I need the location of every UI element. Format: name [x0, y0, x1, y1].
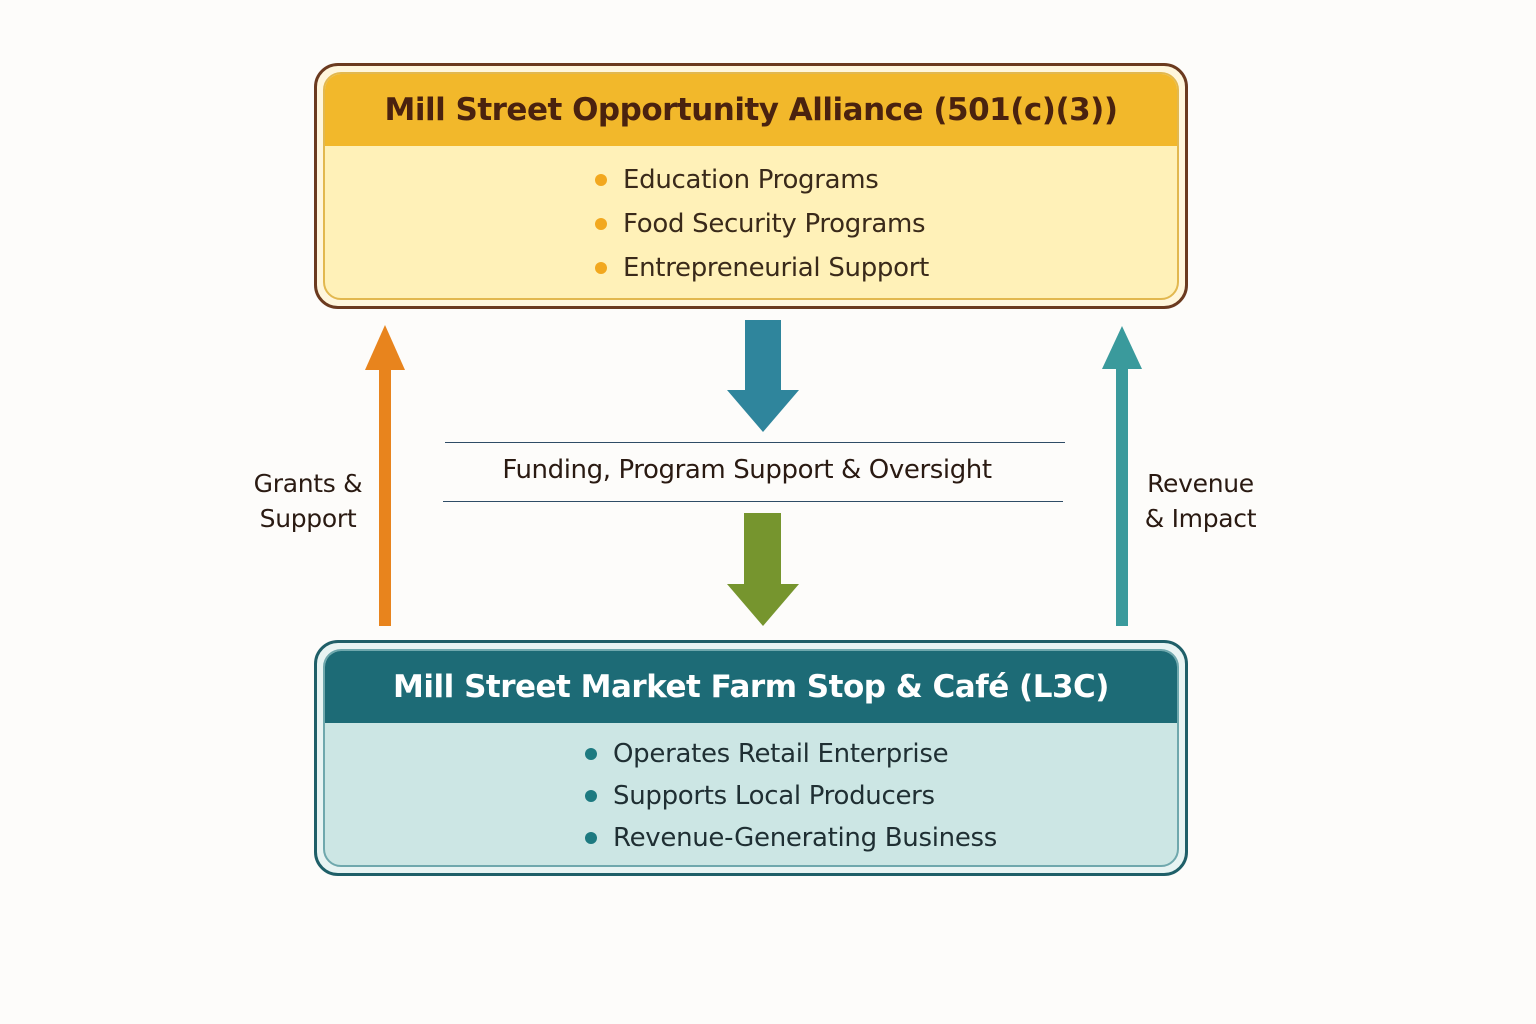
top-down-arrow	[727, 320, 799, 432]
grants-support-label: Grants & Support	[238, 466, 378, 536]
l3c-title: Mill Street Market Farm Stop & Café (L3C…	[325, 651, 1177, 723]
revenue-impact-label-line1: Revenue	[1147, 469, 1254, 498]
list-item-label: Entrepreneurial Support	[623, 253, 930, 283]
bullet-dot-icon	[595, 174, 607, 186]
middle-bottom-rule	[443, 501, 1063, 502]
bullet-dot-icon	[595, 218, 607, 230]
funding-oversight-label: Funding, Program Support & Oversight	[502, 455, 992, 485]
list-item-label: Education Programs	[623, 165, 879, 195]
nonprofit-box: Mill Street Opportunity Alliance (501(c)…	[314, 63, 1188, 309]
nonprofit-program-list: Education Programs Food Security Program…	[595, 158, 929, 290]
list-item-label: Revenue-Generating Business	[613, 823, 998, 853]
nonprofit-box-inner: Mill Street Opportunity Alliance (501(c)…	[323, 72, 1179, 300]
nonprofit-title: Mill Street Opportunity Alliance (501(c)…	[325, 74, 1177, 146]
list-item: Entrepreneurial Support	[595, 246, 929, 290]
list-item: Food Security Programs	[595, 202, 929, 246]
left-up-arrow	[365, 325, 405, 626]
l3c-box: Mill Street Market Farm Stop & Café (L3C…	[314, 640, 1188, 876]
list-item: Supports Local Producers	[585, 775, 997, 817]
list-item: Education Programs	[595, 158, 929, 202]
bullet-dot-icon	[595, 262, 607, 274]
bullet-dot-icon	[585, 748, 597, 760]
l3c-box-inner: Mill Street Market Farm Stop & Café (L3C…	[323, 649, 1179, 867]
grants-support-label-line1: Grants &	[253, 469, 363, 498]
right-up-arrow	[1102, 326, 1142, 626]
middle-top-rule	[445, 442, 1065, 443]
bullet-dot-icon	[585, 790, 597, 802]
list-item-label: Operates Retail Enterprise	[613, 739, 949, 769]
revenue-impact-label-line2: & Impact	[1144, 504, 1257, 533]
list-item: Operates Retail Enterprise	[585, 733, 997, 775]
list-item-label: Supports Local Producers	[613, 781, 935, 811]
bullet-dot-icon	[585, 832, 597, 844]
grants-support-label-line2: Support	[259, 504, 357, 533]
revenue-impact-label: Revenue & Impact	[1128, 466, 1273, 536]
bottom-down-arrow	[727, 513, 799, 626]
list-item: Revenue-Generating Business	[585, 817, 997, 859]
l3c-activity-list: Operates Retail Enterprise Supports Loca…	[585, 733, 997, 859]
list-item-label: Food Security Programs	[623, 209, 926, 239]
